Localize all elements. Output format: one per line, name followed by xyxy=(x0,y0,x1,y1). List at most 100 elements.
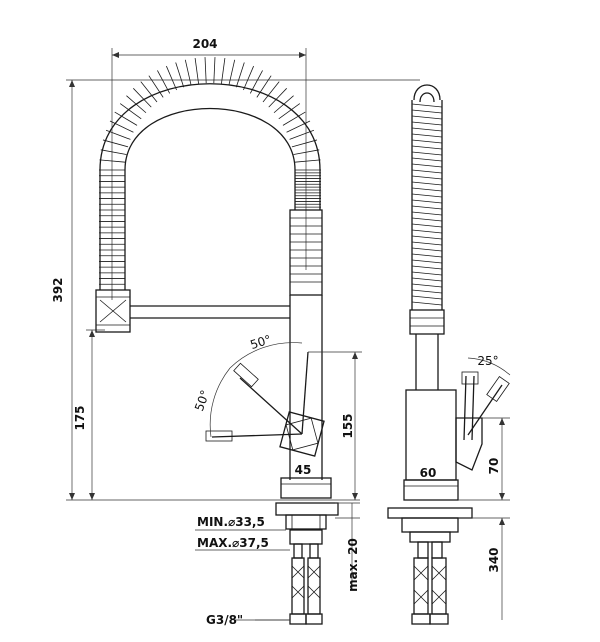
spring-coil-side xyxy=(411,193,443,198)
label-340: 340 xyxy=(487,547,501,572)
spring-coil-side xyxy=(411,277,443,282)
spring-coil-side xyxy=(411,265,443,270)
front-view: 204 392 175 xyxy=(51,37,420,627)
spring-coil-side xyxy=(411,283,443,288)
spring-coil-side xyxy=(411,133,443,138)
spring-coil-side xyxy=(411,127,443,132)
supply-hoses-front xyxy=(289,557,323,625)
label-204: 204 xyxy=(192,37,217,51)
thread-label: G3/8" xyxy=(206,613,290,627)
label-angle-50-top: 50° xyxy=(248,332,273,352)
spring-coil xyxy=(109,120,134,133)
dimension-height-total: 392 xyxy=(51,79,420,500)
spring-coil xyxy=(235,62,245,88)
spring-coil xyxy=(291,139,318,148)
spring-coil xyxy=(204,57,207,84)
spring-coil xyxy=(102,139,129,148)
dimension-lever-side: 70 xyxy=(458,417,510,501)
spring-coil xyxy=(133,88,152,108)
spring-coil-side xyxy=(411,235,443,240)
spring-coil xyxy=(293,149,320,155)
spring-coil-side xyxy=(411,295,443,300)
spring-coil-side xyxy=(411,175,443,180)
spring-coil-side xyxy=(411,115,443,120)
spring-coil-side xyxy=(411,145,443,150)
spring-coil xyxy=(119,103,142,120)
spring-coil-side xyxy=(411,109,443,114)
spring-coil-side xyxy=(411,271,443,276)
spring-coil xyxy=(243,65,254,91)
spring-coil xyxy=(148,75,164,98)
spring-coil-side xyxy=(411,229,443,234)
label-155: 155 xyxy=(341,413,355,438)
mounting-assembly-front: max. 20 xyxy=(275,502,360,625)
spring-coil xyxy=(213,57,216,84)
spring-coil-side xyxy=(411,187,443,192)
spring-coil-side xyxy=(411,121,443,126)
spring-coil xyxy=(100,149,127,155)
hole-diameter-labels: MIN.⌀33,5 MAX.⌀37,5 xyxy=(195,515,290,551)
side-view: 60 25° 70 xyxy=(387,84,511,625)
spring-coil-side xyxy=(411,241,443,246)
spring-coil-side xyxy=(411,211,443,216)
spring-coil xyxy=(289,129,315,140)
label-175: 175 xyxy=(73,405,87,430)
label-70: 70 xyxy=(487,458,501,475)
lever-angle-arcs: 50° 50° xyxy=(192,332,303,438)
spring-coil xyxy=(262,81,280,103)
side-mounting xyxy=(387,507,473,625)
spring-coil-side xyxy=(411,103,443,108)
spring-coil-side xyxy=(411,199,443,204)
label-60: 60 xyxy=(420,466,437,480)
spring-coil xyxy=(157,70,171,94)
spring-hose xyxy=(99,57,321,291)
spring-coil xyxy=(184,59,192,86)
spring-coil xyxy=(105,129,131,140)
spring-coil-side xyxy=(411,205,443,210)
spout-ribbed-section xyxy=(289,209,323,296)
label-max-20: max. 20 xyxy=(346,538,360,592)
spring-coil xyxy=(294,159,321,163)
spring-coil xyxy=(175,62,185,88)
spring-coil xyxy=(114,111,138,126)
spring-coil-side xyxy=(411,247,443,252)
label-392: 392 xyxy=(51,277,65,302)
faucet-body: 45 xyxy=(205,295,332,499)
label-45: 45 xyxy=(295,463,312,477)
spring-coil-side xyxy=(411,289,443,294)
dimension-height-spout: 175 xyxy=(66,329,360,501)
spring-coil-side xyxy=(411,259,443,264)
spring-coil xyxy=(273,95,294,114)
side-hose xyxy=(411,84,443,310)
spring-coil-side xyxy=(411,163,443,168)
spring-coil xyxy=(249,70,263,94)
spring-coil xyxy=(99,159,126,163)
spray-head xyxy=(95,289,290,333)
dimension-height-body: 155 xyxy=(308,351,362,500)
spring-coil-side xyxy=(411,151,443,156)
dimension-depth-below: 340 xyxy=(458,517,510,620)
side-spray-head xyxy=(409,309,445,390)
label-hole-max: MAX.⌀37,5 xyxy=(197,536,269,550)
spring-coil xyxy=(194,57,199,84)
label-angle-50-left: 50° xyxy=(192,388,212,413)
spring-coil xyxy=(140,81,158,103)
label-thread: G3/8" xyxy=(206,613,243,627)
spring-coil-side xyxy=(411,217,443,222)
spring-coil-side xyxy=(411,301,443,306)
spring-coil xyxy=(286,120,311,133)
spring-coil-side xyxy=(411,253,443,258)
dimension-width-top: 204 xyxy=(111,37,307,300)
spring-coil-side xyxy=(411,169,443,174)
spring-coil xyxy=(282,111,306,126)
spring-coil-side xyxy=(411,139,443,144)
spring-coil-side xyxy=(411,223,443,228)
spring-coil xyxy=(278,103,301,120)
spring-coil xyxy=(166,65,177,91)
spring-coil-side xyxy=(411,181,443,186)
spring-coil xyxy=(221,57,226,84)
label-angle-25: 25° xyxy=(477,354,498,368)
spring-coil-side xyxy=(411,157,443,162)
spring-coil xyxy=(126,95,147,114)
